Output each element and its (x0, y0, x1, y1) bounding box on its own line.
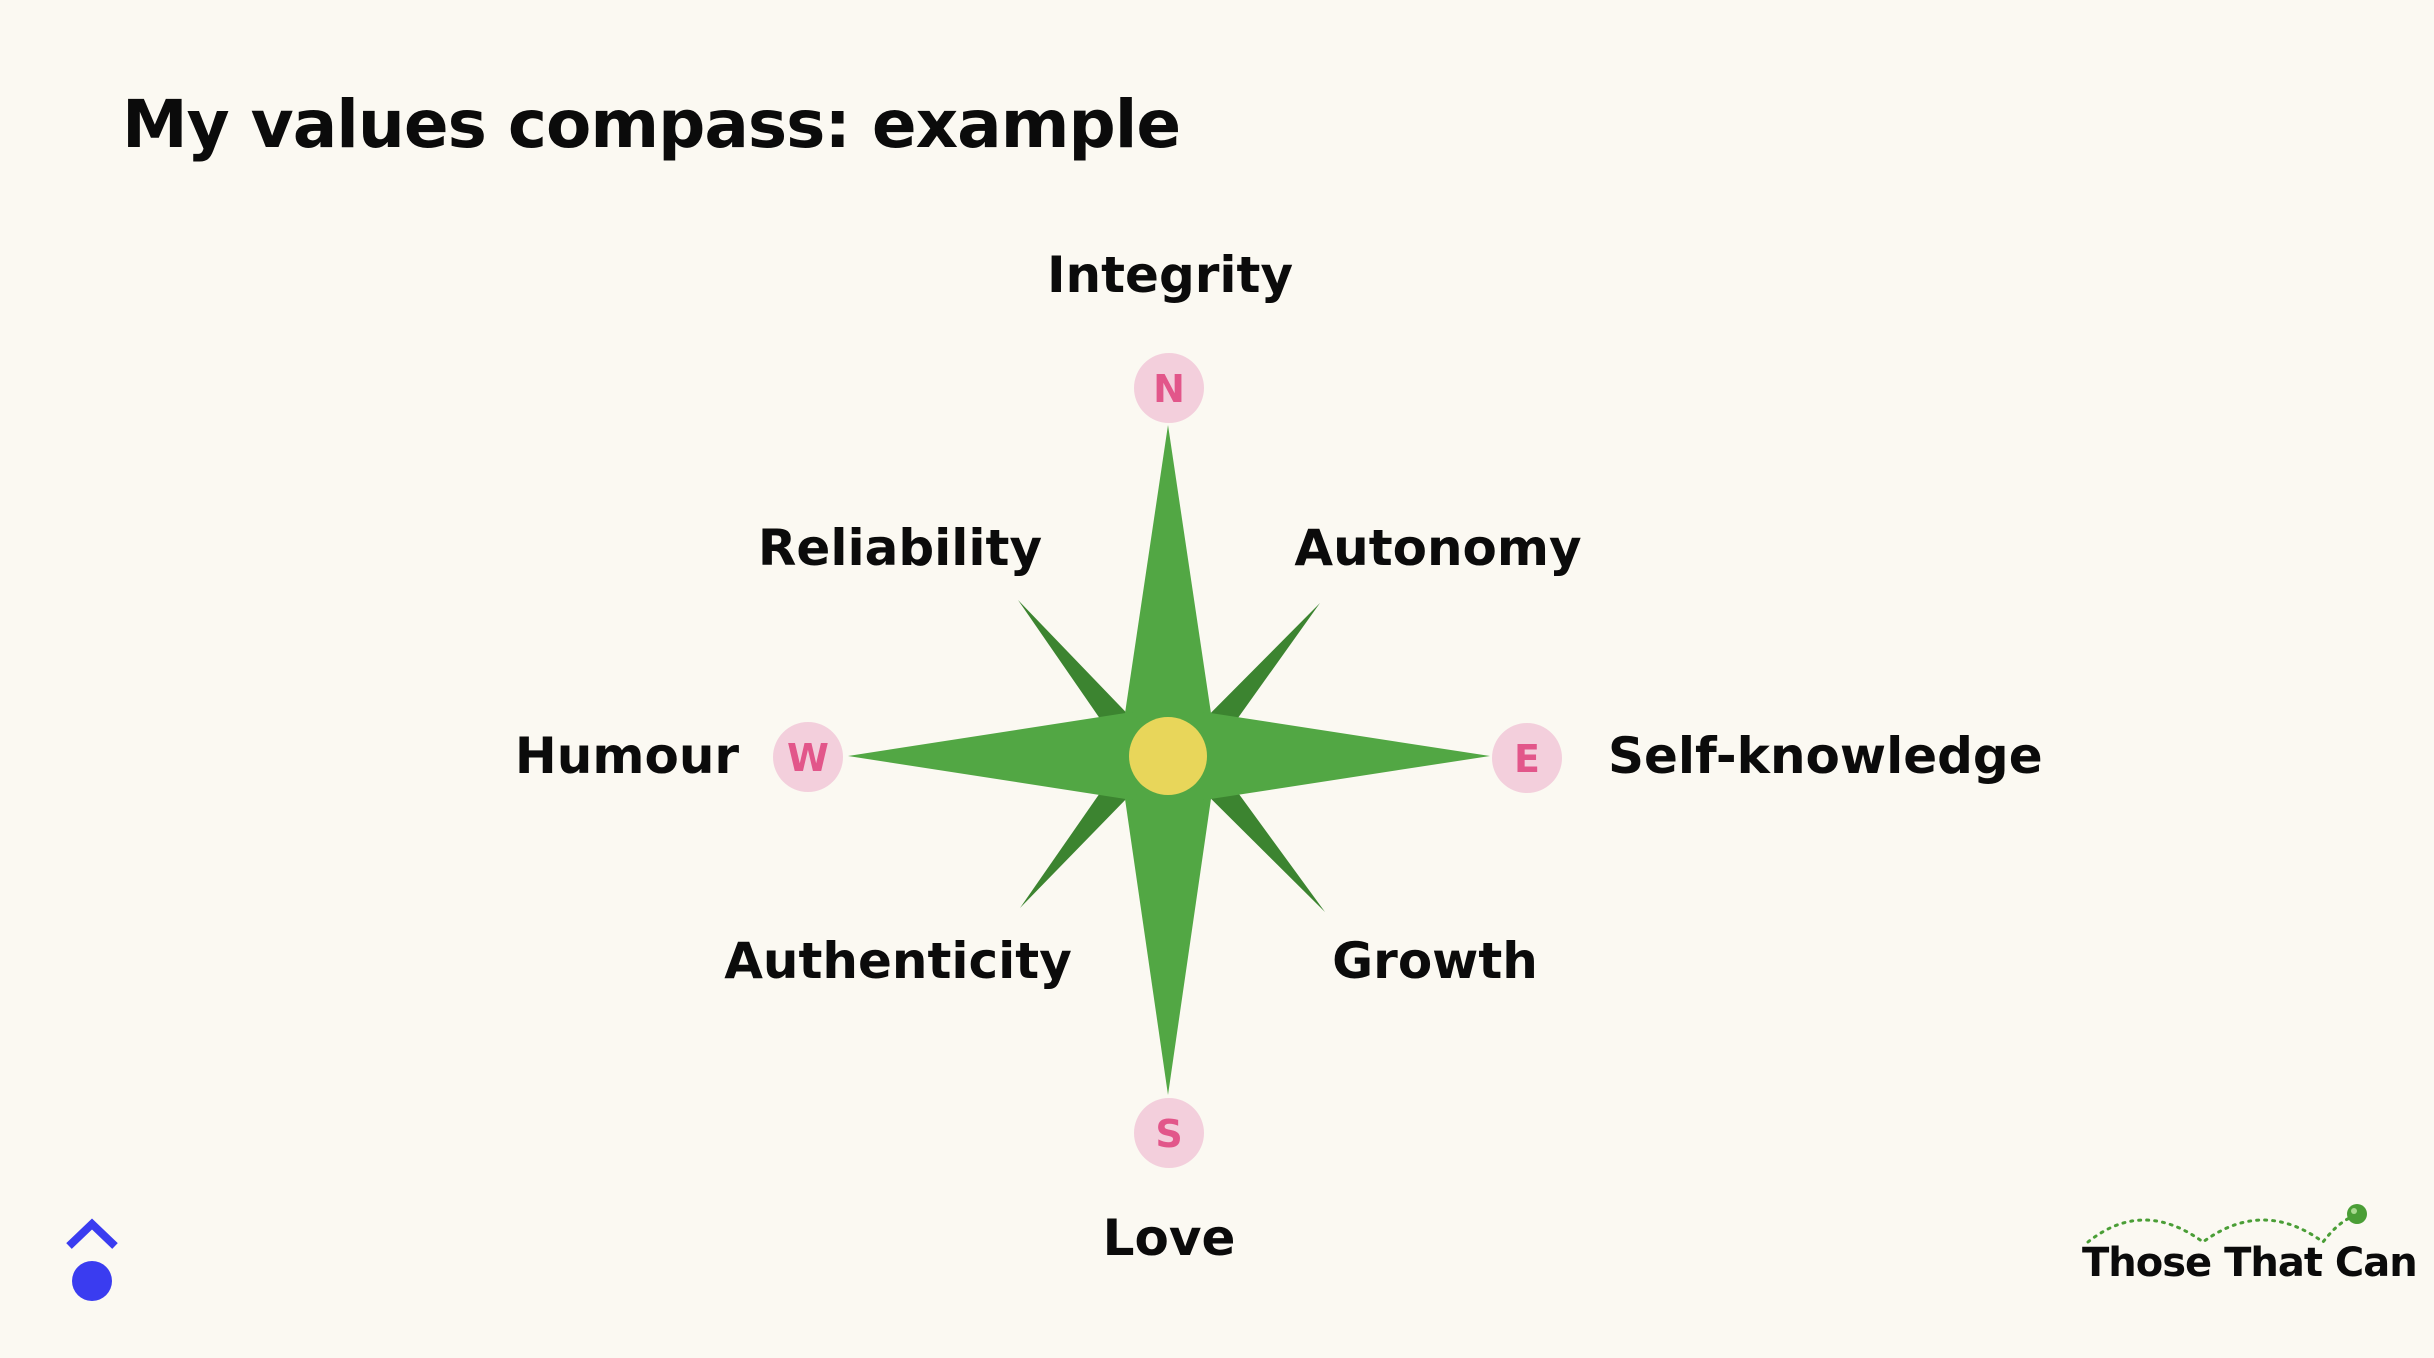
compass-point-south (1124, 756, 1212, 1095)
direction-letter-east: E (1514, 737, 1540, 781)
value-label-southwest: Authenticity (724, 932, 1072, 990)
compass-point-north (1124, 425, 1212, 756)
direction-letter-west: W (787, 736, 829, 780)
direction-marker-east: E (1492, 723, 1562, 793)
caret-dot-icon (66, 1218, 118, 1301)
value-label-southeast: Growth (1332, 932, 1538, 990)
compass-point-west (848, 712, 1168, 800)
page-title: My values compass: example (122, 86, 1181, 163)
value-label-northwest: Reliability (758, 519, 1042, 577)
direction-letter-south: S (1155, 1112, 1182, 1156)
value-label-northeast: Autonomy (1294, 519, 1581, 577)
value-label-south: Love (1103, 1209, 1236, 1267)
compass-point-east (1168, 712, 1490, 800)
direction-letter-north: N (1153, 367, 1185, 411)
brand-name: Those That Can (2082, 1240, 2418, 1286)
value-label-west: Humour (515, 727, 739, 785)
compass-center (1129, 717, 1207, 795)
value-label-north: Integrity (1047, 246, 1293, 304)
compass-main-points (848, 425, 1490, 1095)
value-label-east: Self-knowledge (1608, 727, 2043, 785)
brand-arc-icon (2086, 1204, 2367, 1245)
direction-marker-south: S (1134, 1098, 1204, 1168)
direction-marker-west: W (773, 722, 843, 792)
direction-marker-north: N (1134, 353, 1204, 423)
